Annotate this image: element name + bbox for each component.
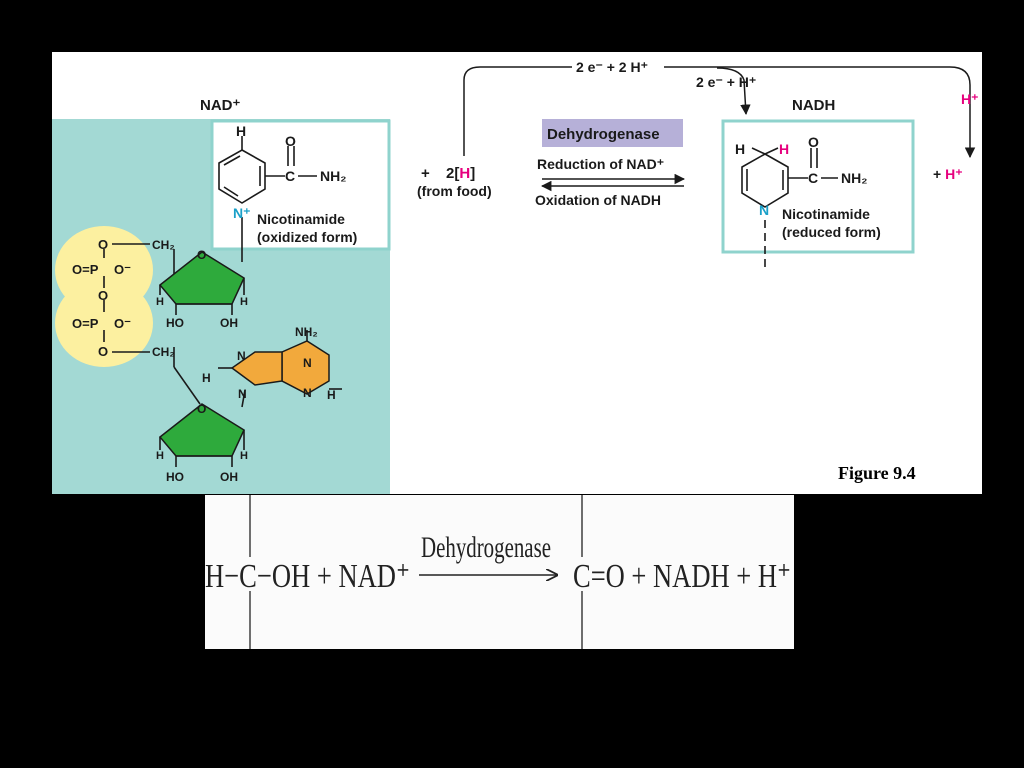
reduced-nicotinamide-box [721,119,915,254]
phosphate-p-eq-o-1: O=P [72,262,99,277]
adenine-ring [218,330,342,408]
atom-n: N [238,387,247,401]
atom-oh-lower: OH [220,470,238,484]
atom-o: O [285,133,296,149]
atom-oh-upper: OH [220,316,238,330]
reduced-name: Nicotinamide [782,206,870,222]
atom-o: O [808,134,819,150]
oxidation-label: Oxidation of NADH [535,192,661,208]
proton-label: H⁺ [961,91,979,107]
atom-h: H [327,388,336,402]
atom-ho-upper: HO [166,316,184,330]
pyridinium-ring [218,136,317,262]
atom-n: N [303,356,312,370]
oxidized-form: (oxidized form) [257,229,357,245]
reduced-highlight-h: H [779,141,789,157]
atom-c: C [285,168,295,184]
figure-caption: Figure 9.4 [838,463,916,483]
atom-n: N [303,386,312,400]
atom-h: H [735,141,745,157]
nad-reaction-figure: NAD⁺ H O C NH₂ N⁺ Nicotinamide (oxidized… [52,52,982,494]
atom-ho-lower: HO [166,470,184,484]
phosphate-p-eq-o-2: O=P [72,316,99,331]
dehydrogenase-equation: H−C−OH + NAD⁺ Dehydrogenase C=O + NADH +… [205,495,794,649]
atom-o: O [98,237,108,252]
phosphate-bubble-bottom [55,279,153,367]
reactant-from-food: (from food) [417,183,492,199]
atom-o: O [98,344,108,359]
electron-branch-arrow [716,67,751,116]
nadh-label: NADH [792,97,835,114]
eq-enzyme-label: Dehydrogenase [421,531,551,564]
atom-ch2-bottom: CH₂ [152,345,175,359]
atom-o: O [197,402,206,416]
atom-h: H [240,450,248,462]
phosphate-o-minus-2: O⁻ [114,316,131,331]
phosphate-o-minus-1: O⁻ [114,262,131,277]
reduced-form: (reduced form) [782,224,881,240]
reactant-formula: 2[H] [446,165,475,182]
atom-n: N [759,202,769,218]
atom-c: C [808,170,818,186]
atom-nh2: NH₂ [320,168,346,184]
reduction-label: Reduction of NAD⁺ [537,156,664,172]
electron-branch-label: 2 e⁻ + H⁺ [696,74,756,90]
atom-nh2: NH₂ [295,325,318,339]
eq-right-side: C=O + NADH + H⁺ [573,558,791,595]
atom-h: H [240,296,248,308]
atom-h: H [236,123,246,139]
electron-path [463,66,970,157]
atom-h: H [202,371,211,385]
oxidized-name: Nicotinamide [257,211,345,227]
atom-ch2-top: CH₂ [152,238,175,252]
atom-n: N [237,349,246,363]
eq-left-side: H−C−OH + NAD⁺ [205,558,410,595]
atom-o: O [98,288,108,303]
atom-h: H [156,450,164,462]
atom-nh2: NH₂ [841,170,867,186]
enzyme-box [542,119,683,147]
atom-n-plus: N⁺ [233,205,251,221]
product-plus-h-plus: + H⁺ [933,166,963,182]
dihydropyridine-ring [741,147,838,272]
atom-o: O [197,248,206,262]
electron-top-label: 2 e⁻ + 2 H⁺ [576,59,648,75]
nad-plus-label: NAD⁺ [200,97,240,114]
enzyme-label: Dehydrogenase [547,126,660,143]
reactant-plus: + [421,165,430,182]
atom-h: H [156,296,164,308]
